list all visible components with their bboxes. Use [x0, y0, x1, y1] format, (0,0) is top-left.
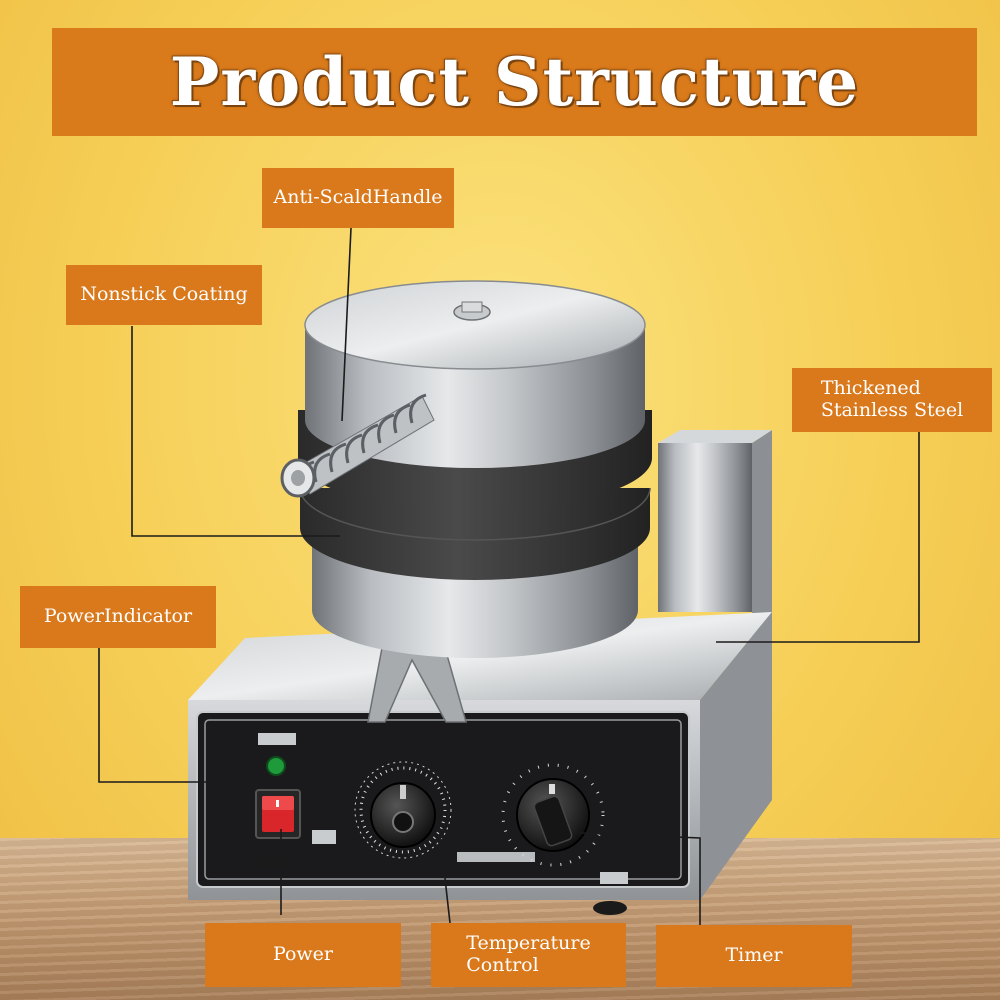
label-text: Anti-ScaldHandle [273, 186, 443, 209]
power-indicator-light [266, 756, 286, 776]
label-text: Nonstick Coating [80, 283, 248, 306]
callout-line-handle [341, 227, 352, 422]
model-plate [457, 852, 535, 862]
label-nonstick-coating: Nonstick Coating [66, 265, 262, 325]
title-banner: Product Structure [52, 28, 977, 136]
switch-label-plate [312, 830, 336, 844]
label-power-indicator: PowerIndicator [20, 586, 216, 648]
nonstick-band-lower [299, 487, 651, 580]
timer-label-plate [600, 872, 628, 884]
label-text: Timer [725, 944, 783, 967]
label-text: Temperature Control [466, 932, 591, 976]
indicator-label-plate [258, 733, 296, 745]
callout-line-indicator [98, 648, 230, 783]
label-thickened-steel: Thickened Stainless Steel [792, 368, 992, 432]
feet [258, 855, 627, 915]
callout-line-temp [435, 797, 451, 924]
power-switch[interactable] [255, 789, 301, 839]
page-title: Product Structure [169, 43, 860, 121]
label-timer: Timer [656, 925, 852, 987]
temperature-dial[interactable] [354, 761, 452, 859]
callout-line-timer [579, 832, 701, 925]
label-text: Power [272, 943, 334, 966]
label-anti-scald-handle: Anti-ScaldHandle [262, 168, 454, 228]
label-text: Thickened Stainless Steel [820, 377, 964, 421]
callout-line-coating [131, 326, 340, 537]
callout-lines [98, 227, 920, 925]
label-temperature-control: Temperature Control [431, 923, 626, 987]
anti-scald-handle[interactable] [280, 393, 435, 498]
label-text: PowerIndicator [43, 605, 193, 628]
timer-dial[interactable] [501, 763, 605, 867]
callout-line-steel [716, 432, 920, 643]
label-power: Power [205, 923, 401, 987]
